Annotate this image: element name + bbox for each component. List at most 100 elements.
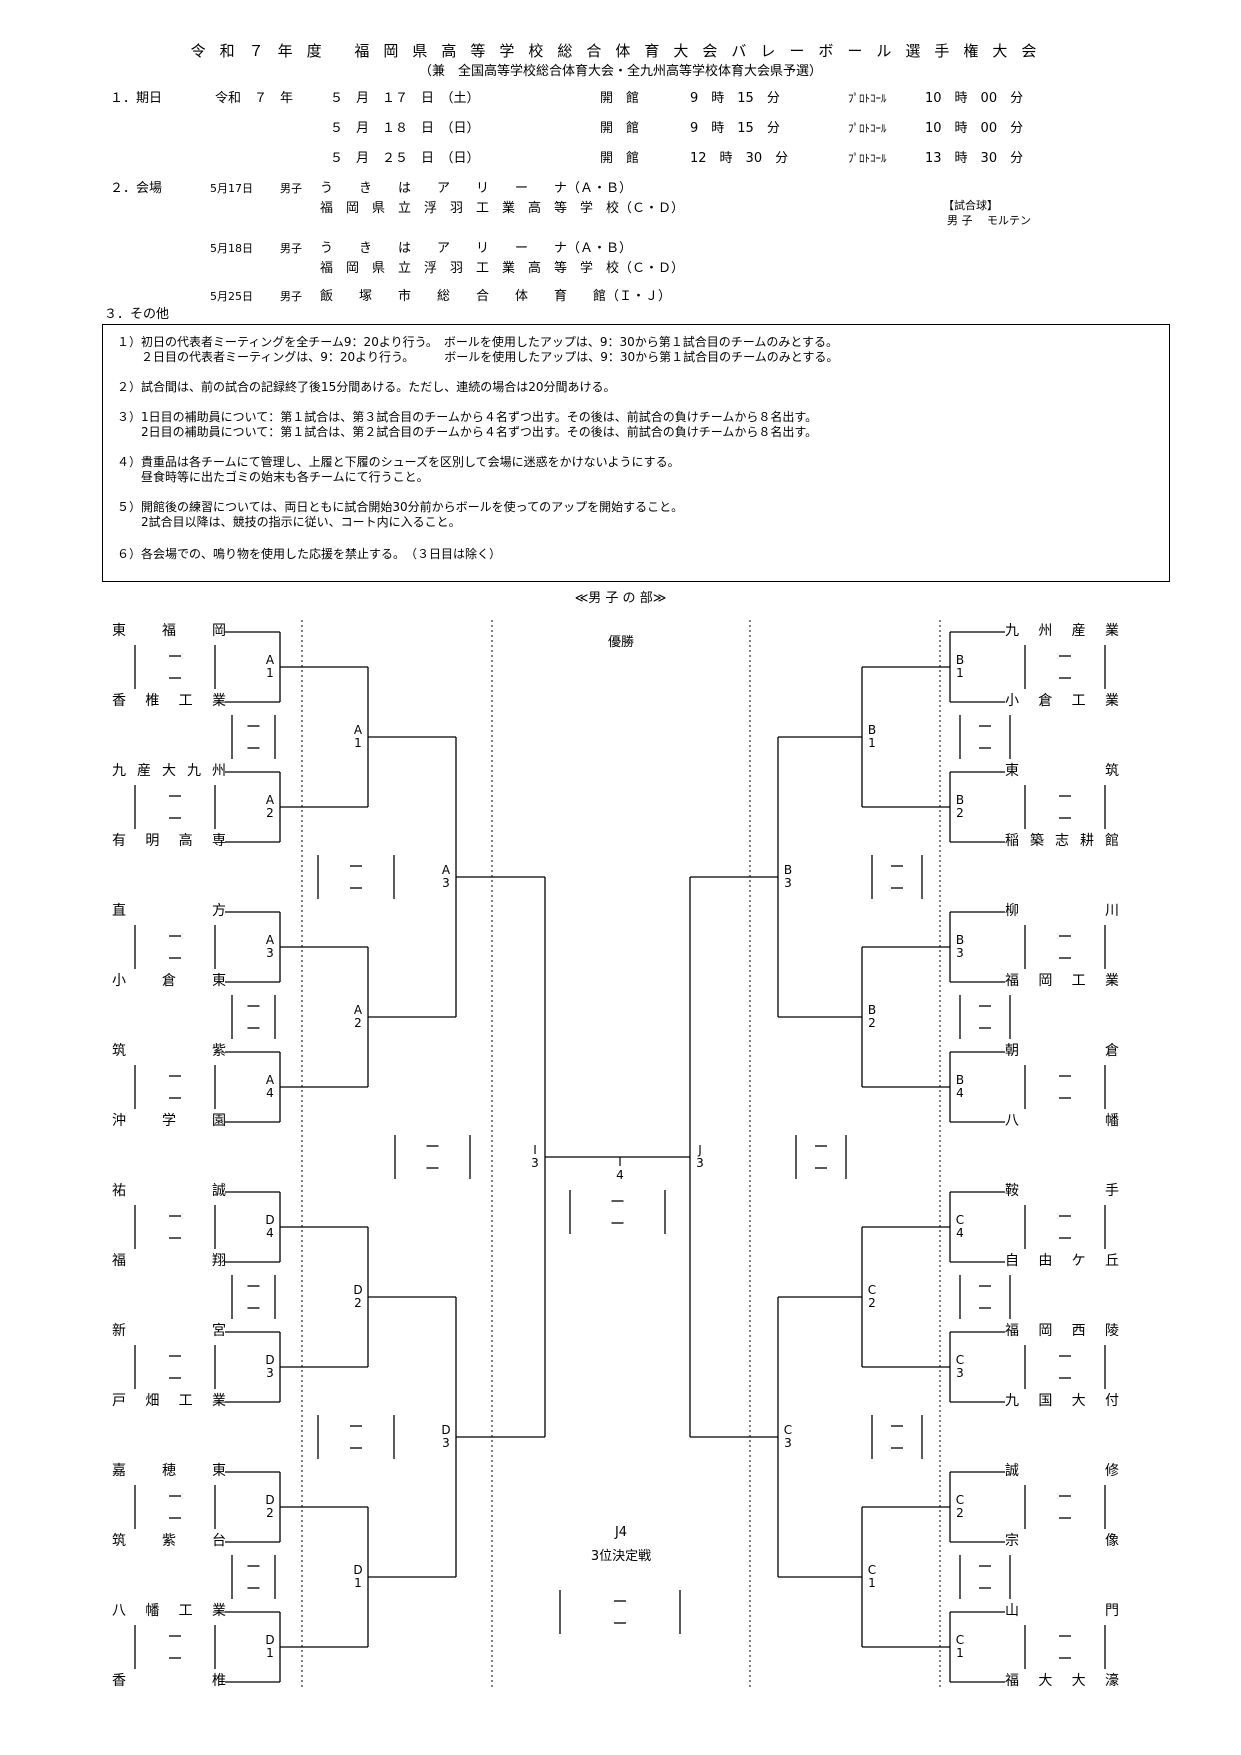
venue-name: う き は ア リ ー ナ（Ａ・Ｂ） [320, 241, 633, 256]
team-name-char: 西 [1071, 1323, 1086, 1339]
team-name-char: 業 [1104, 693, 1119, 709]
team-name: 福翔 [112, 1254, 226, 1268]
team-name: 朝倉 [1005, 1044, 1119, 1058]
team-name: 誠修 [1005, 1464, 1119, 1478]
team-name-char: 手 [1105, 1183, 1119, 1199]
team-name-char: 幡 [145, 1603, 160, 1619]
team-name-char: 大 [1038, 1673, 1053, 1689]
team-name: 新宮 [112, 1324, 226, 1338]
note-line: ５）開館後の練習については、両日ともに試合開始30分前からボールを使ってのアップ… [117, 500, 684, 514]
team-name: 八幡工業 [112, 1604, 226, 1618]
team-name-char: 州 [212, 763, 226, 779]
team-name: 柳川 [1005, 904, 1119, 918]
team-name-char: 業 [1104, 973, 1119, 989]
team-name-char: 有 [112, 833, 126, 849]
team-name-char: 八 [112, 1603, 126, 1619]
team-name: 自由ケ丘 [1005, 1254, 1119, 1268]
match-code: A 3 [265, 933, 275, 960]
team-name: 福岡西陵 [1005, 1324, 1119, 1338]
schedule-protocol-time: 10 時 00 分 [925, 121, 1024, 136]
team-name-char: 工 [1071, 973, 1086, 989]
schedule-protocol: ﾌﾟﾛﾄｺｰﾙ [848, 152, 887, 165]
team-name: 香椎 [112, 1674, 226, 1688]
team-name-char: 業 [211, 1603, 226, 1619]
match-code: D 2 [353, 1283, 363, 1310]
venue-gender: 男子 [280, 290, 302, 303]
note-line: ２）試合間は、前の試合の記録終了後15分間あける。ただし、連続の場合は20分間あ… [117, 380, 616, 394]
team-name-char: 台 [212, 1533, 226, 1549]
team-name: 東筑 [1005, 764, 1119, 778]
match-code: D 3 [441, 1423, 451, 1450]
venue-day: 5月25日 [210, 290, 253, 303]
team-name: 香椎工業 [112, 694, 226, 708]
team-name-char: 筑 [1105, 763, 1119, 779]
team-name: 沖学園 [112, 1114, 226, 1128]
third-code: J4 [614, 1525, 628, 1540]
team-name: 筑紫 [112, 1044, 226, 1058]
page-subtitle: （兼 全国高等学校総合体育大会・全九州高等学校体育大会県予選） [418, 64, 822, 79]
team-name-char: 穂 [162, 1463, 176, 1479]
venue-day: 5月17日 [210, 182, 253, 195]
team-name: 九州産業 [1005, 624, 1119, 638]
team-name-char: 業 [211, 1393, 226, 1409]
team-name-char: 東 [212, 1463, 226, 1479]
match-code: B 1 [867, 723, 877, 750]
team-name-char: 紫 [212, 1043, 226, 1059]
match-code: C 1 [867, 1563, 877, 1590]
note-line: ２日目の代表者ミーティングは、9：20より行う。 ボールを使用したアップは、9：… [117, 350, 839, 364]
team-name-char: 香 [112, 1673, 126, 1689]
team-name-char: 園 [212, 1113, 226, 1129]
team-name-char: 工 [178, 1603, 193, 1619]
team-name-char: 椎 [145, 693, 160, 709]
schedule-label: １．期日 [110, 91, 163, 106]
team-name: 祐誠 [112, 1184, 226, 1198]
venue-gender: 男子 [280, 182, 302, 195]
team-name-char: 福 [1005, 1673, 1019, 1689]
match-code: C 2 [955, 1493, 965, 1520]
team-name-char: 大 [1071, 1393, 1086, 1409]
match-code: A 2 [265, 793, 275, 820]
team-name-char: 工 [1071, 693, 1086, 709]
venue-name-2: 福 岡 県 立 浮 羽 工 業 高 等 学 校（Ｃ・Ｄ） [320, 201, 685, 216]
team-name-char: 稲 [1005, 833, 1019, 849]
notes-box: １）初日の代表者ミーティングを全チーム9：20より行う。 ボールを使用したアップ… [102, 324, 1170, 582]
team-name: 直方 [112, 904, 226, 918]
match-code: B 2 [867, 1003, 877, 1030]
team-name-char: 築 [1030, 833, 1044, 849]
note-line: 2日目の補助員について：第１試合は、第２試合目のチームから４名ずつ出す。その後は… [117, 425, 818, 439]
match-code: B 3 [783, 863, 793, 890]
team-name-char: 九 [112, 763, 126, 779]
match-code: B 3 [955, 933, 965, 960]
team-name: 山門 [1005, 1604, 1119, 1618]
team-name: 有明高専 [112, 834, 226, 848]
schedule-date: ５ 月 １７ 日 （土） [330, 91, 480, 106]
team-name-char: ケ [1071, 1253, 1086, 1269]
venue-gender: 男子 [280, 242, 302, 255]
team-name-char: 福 [1005, 973, 1019, 989]
team-name: 九産大九州 [112, 764, 226, 778]
match-code: B 2 [955, 793, 965, 820]
third-label: 3位決定戦 [590, 1549, 652, 1564]
team-name-char: 像 [1105, 1533, 1119, 1549]
team-name: 福岡工業 [1005, 974, 1119, 988]
team-name-char: 倉 [1105, 1043, 1119, 1059]
schedule-open-time: 9 時 15 分 [690, 121, 780, 136]
team-name-char: 東 [112, 623, 126, 639]
schedule-open: 開 館 [600, 121, 640, 136]
schedule-open-time: 9 時 15 分 [690, 91, 780, 106]
team-name-char: 専 [211, 833, 226, 849]
team-name-char: 東 [212, 973, 226, 989]
team-name-char: 沖 [112, 1113, 126, 1129]
ball-label: 【試合球】 [943, 199, 998, 212]
team-name: 福大大濠 [1005, 1674, 1119, 1688]
team-name-char: 筑 [112, 1043, 126, 1059]
team-name-char: 福 [162, 623, 176, 639]
team-name: 東福岡 [112, 624, 226, 638]
team-name-char: 修 [1105, 1463, 1119, 1479]
team-name-char: 自 [1005, 1253, 1019, 1269]
note-line: 昼食時等に出たゴミの始末も各チームにて行うこと。 [117, 470, 429, 484]
team-name: 戸畑工業 [112, 1394, 226, 1408]
match-code: C 3 [955, 1353, 965, 1380]
match-code: C 3 [783, 1423, 793, 1450]
venue-name-2: 福 岡 県 立 浮 羽 工 業 高 等 学 校（Ｃ・Ｄ） [320, 261, 685, 276]
